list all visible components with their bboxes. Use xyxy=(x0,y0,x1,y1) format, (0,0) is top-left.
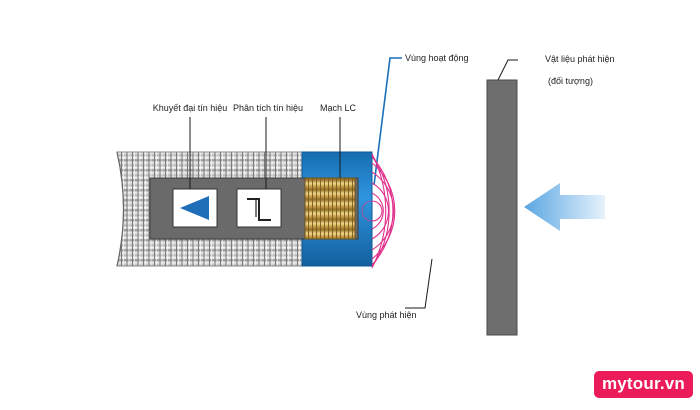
label-active-zone: Vùng hoạt động xyxy=(405,53,469,63)
label-target-line2: (đối tượng) xyxy=(548,76,593,86)
label-analyzer: Phân tích tín hiệu xyxy=(233,103,303,113)
triangle-amplifier-icon xyxy=(180,196,209,220)
approach-arrow-icon xyxy=(524,183,605,231)
callout-lines xyxy=(189,57,518,309)
lc-coil xyxy=(304,177,356,240)
watermark-logo: mytour.vn xyxy=(593,371,693,398)
label-amplifier: Khuyết đại tín hiệu xyxy=(153,103,228,113)
target-plate xyxy=(486,79,518,336)
step-signal-icon xyxy=(247,198,271,221)
label-lc-circuit: Mạch LC xyxy=(320,103,357,113)
label-detect-zone: Vùng phát hiện xyxy=(356,310,417,320)
detection-field xyxy=(361,153,396,269)
label-target-line1: Vật liệu phát hiện xyxy=(545,54,615,64)
